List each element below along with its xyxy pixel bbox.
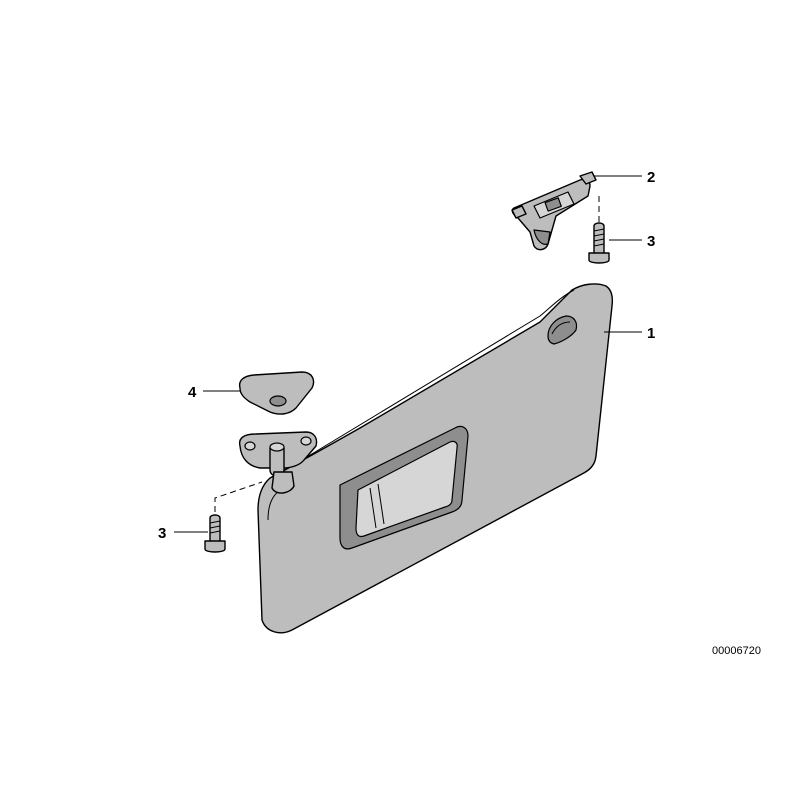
document-number: 00006720	[712, 645, 761, 657]
callout-3-upper: 3	[647, 233, 655, 250]
visor-clip-holder	[511, 171, 597, 251]
callout-4: 4	[188, 384, 197, 401]
screw-lower	[204, 514, 226, 553]
sun-visor	[257, 283, 614, 634]
assembly-line-lower	[214, 481, 263, 512]
callout-2: 2	[647, 169, 655, 186]
callout-1: 1	[647, 325, 655, 342]
callout-3-lower: 3	[158, 525, 166, 542]
screw-upper	[588, 222, 610, 264]
visor-hinge-bracket	[238, 431, 318, 494]
hinge-cover-cap	[238, 371, 315, 415]
